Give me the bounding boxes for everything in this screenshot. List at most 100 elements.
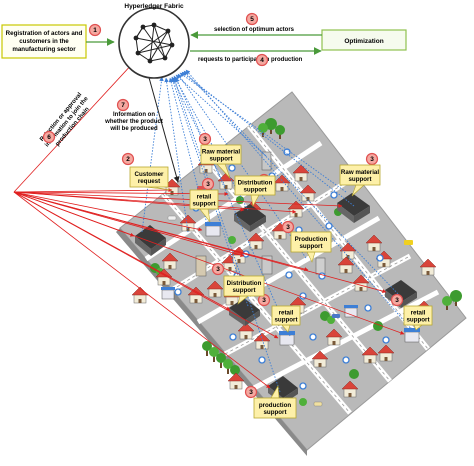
step-badge-3: 3 bbox=[244, 385, 258, 399]
callout-line2: support bbox=[299, 243, 322, 250]
road-dashes bbox=[162, 125, 429, 414]
optimization-box: Optimization bbox=[321, 29, 407, 51]
step-number: 5 bbox=[250, 16, 254, 23]
registration-line1: Registration of actors and bbox=[6, 30, 83, 37]
house bbox=[206, 280, 224, 298]
house bbox=[311, 350, 329, 368]
step-number: 6 bbox=[47, 134, 51, 141]
info-line2: whether the product bbox=[104, 119, 163, 125]
step-number: 3 bbox=[249, 389, 253, 396]
callout-line2: support bbox=[192, 201, 215, 208]
hyperledger-title: Hyperledger Fabric bbox=[124, 3, 184, 10]
step-badge-6: 6 bbox=[42, 130, 56, 144]
house bbox=[341, 380, 359, 398]
callout-line2: support bbox=[232, 287, 255, 294]
house bbox=[325, 328, 343, 346]
registration-box: Registration of actors and customers in … bbox=[1, 24, 87, 59]
information-label: Information on whether the product will … bbox=[104, 112, 163, 132]
callout-line2: support bbox=[243, 187, 266, 194]
callout-line1: Production bbox=[295, 236, 328, 243]
callout-line2: support bbox=[263, 409, 286, 416]
step-badge-5: 5 bbox=[245, 12, 259, 26]
house bbox=[237, 322, 255, 340]
house bbox=[419, 258, 437, 276]
step-number: 2 bbox=[126, 156, 130, 163]
registration-line2: customers in the bbox=[19, 38, 69, 45]
step-badge-2: 2 bbox=[121, 152, 135, 166]
callout-line2: request bbox=[138, 178, 160, 185]
step-badge-3: 3 bbox=[201, 177, 215, 191]
step-number: 3 bbox=[216, 266, 220, 273]
house bbox=[179, 214, 197, 232]
tree-cluster-top bbox=[258, 118, 285, 139]
callout-line1: retail bbox=[279, 310, 294, 317]
house bbox=[377, 344, 395, 362]
callout-line1: retail bbox=[411, 310, 426, 317]
tree-cluster-mid bbox=[150, 196, 383, 406]
hyperledger-fabric: Hyperledger Fabric bbox=[118, 3, 190, 79]
step-number: 1 bbox=[93, 27, 97, 34]
house bbox=[247, 232, 265, 250]
step-number: 7 bbox=[121, 102, 125, 109]
house bbox=[292, 164, 310, 182]
step-badge-3: 3 bbox=[198, 132, 212, 146]
callout-line2: support bbox=[406, 317, 429, 324]
house bbox=[217, 172, 235, 190]
step-number: 3 bbox=[203, 136, 207, 143]
info-line1: Information on bbox=[113, 112, 155, 118]
callout-line1: Raw material bbox=[341, 169, 379, 176]
callout-line1: Distribution bbox=[238, 180, 273, 187]
registration-line3: manufacturing sector bbox=[12, 46, 76, 53]
house bbox=[131, 286, 149, 304]
house bbox=[299, 184, 317, 202]
callout-line1: production bbox=[259, 402, 292, 409]
step-badge-3: 3 bbox=[390, 293, 404, 307]
tree-cluster-right bbox=[442, 290, 462, 310]
callout-line2: support bbox=[348, 176, 371, 183]
step-number: 3 bbox=[286, 224, 290, 231]
step-number: 3 bbox=[206, 181, 210, 188]
callout-line2: support bbox=[209, 156, 232, 163]
house bbox=[161, 252, 179, 270]
callout-line2: support bbox=[274, 317, 297, 324]
callout-line1: Customer bbox=[135, 171, 164, 178]
step-number: 3 bbox=[262, 297, 266, 304]
house bbox=[339, 242, 357, 260]
step-number: 4 bbox=[260, 57, 264, 64]
house bbox=[361, 346, 379, 364]
red-arrows bbox=[13, 61, 405, 389]
optimization-label: Optimization bbox=[344, 38, 383, 45]
step-badge-4: 4 bbox=[255, 53, 269, 67]
step-badge-7: 7 bbox=[116, 98, 130, 112]
step-badge-3: 3 bbox=[211, 262, 225, 276]
selection-label: selection of optimum actors bbox=[214, 27, 295, 33]
house bbox=[337, 256, 355, 274]
callout-line1: Raw material bbox=[202, 149, 240, 156]
step-number: 3 bbox=[370, 156, 374, 163]
step-badge-3: 3 bbox=[365, 152, 379, 166]
rejection-label: Rejection or approval information to joi… bbox=[39, 92, 91, 149]
callout-line1: Distribution bbox=[227, 280, 262, 287]
info-line3: will be produced bbox=[109, 126, 158, 132]
step-badge-3: 3 bbox=[281, 220, 295, 234]
step-badge-1: 1 bbox=[88, 23, 102, 37]
step-number: 3 bbox=[395, 297, 399, 304]
callout-line1: retail bbox=[197, 194, 212, 201]
house bbox=[365, 234, 383, 252]
house bbox=[155, 268, 173, 286]
house bbox=[227, 372, 245, 390]
info-arrow bbox=[147, 73, 180, 183]
house bbox=[273, 174, 291, 192]
